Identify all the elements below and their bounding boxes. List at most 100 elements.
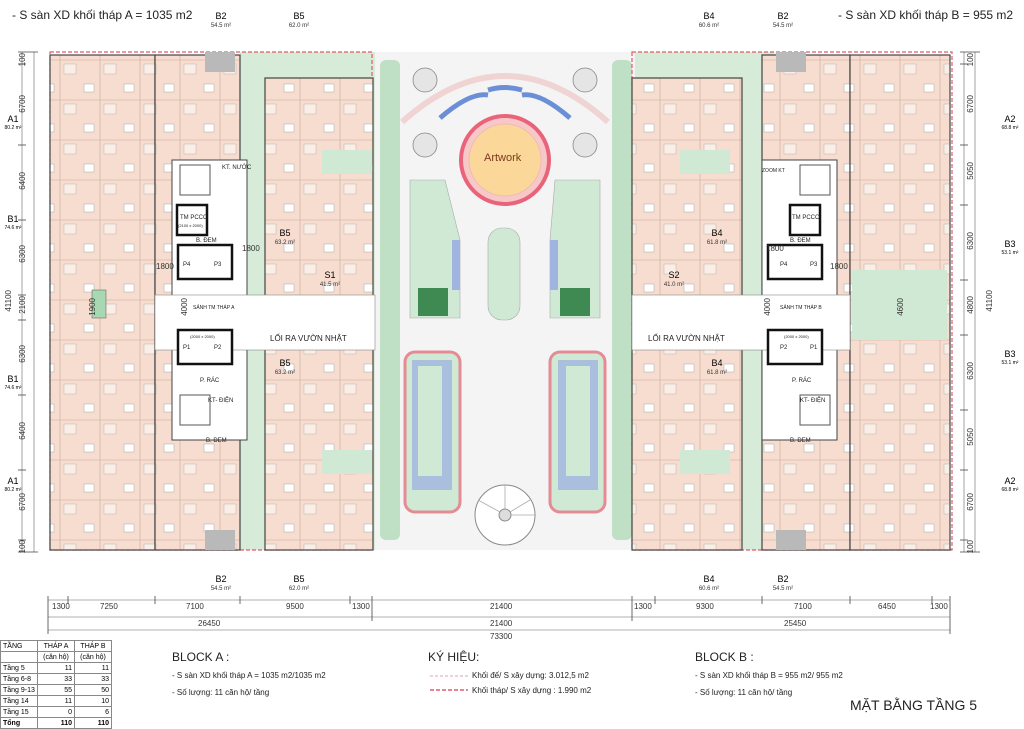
table-subheader-row: (căn hộ) (căn hộ): [0, 651, 112, 663]
dim-left-3: 6400: [18, 172, 27, 190]
dim-left-6: 6300: [18, 345, 27, 363]
room-tm-pccc-b: TM PCCC: [792, 215, 820, 221]
dim-bottom-11: 1300: [930, 602, 948, 611]
dim-1900: 1900: [88, 298, 97, 316]
dim-bottom-7: 1300: [634, 602, 652, 611]
room-zoom-kt: ZOOM KT: [762, 168, 785, 174]
header-right-note: - S sàn XD khối tháp B = 955 m2: [838, 8, 1014, 22]
dim-left-7: 6400: [18, 422, 27, 440]
table-subheader-cell: (căn hộ): [37, 651, 75, 663]
dim-1800-a-left: 1800: [156, 262, 174, 271]
room-kt-dien-b: KT- ĐIỆN: [800, 398, 826, 404]
table-cell: 55: [37, 684, 75, 696]
block-b-line2: - Số lượng: 11 căn hộ/ tầng: [695, 688, 793, 697]
dim-right-3: 5050: [966, 162, 975, 180]
room-p2-b: P2: [780, 345, 788, 351]
table-cell: Tầng 5: [0, 662, 38, 674]
dim-left-1: 100: [18, 53, 27, 67]
table-cell: 50: [74, 684, 112, 696]
room-sanh-b: SẢNH TM THÁP B: [780, 305, 822, 311]
room-tm-pccc-size: (2100 x 2000): [178, 223, 203, 228]
dim-left-8: 6700: [18, 493, 27, 511]
room-kt-dien-a: KT- ĐIỆN: [208, 398, 234, 404]
dim-bottom-1: 1300: [52, 602, 70, 611]
dim-right-9: 100: [966, 540, 975, 554]
artwork-fill: [468, 123, 542, 197]
table-subheader-cell: [0, 651, 38, 663]
room-elev-size-b: (2000 x 2000): [784, 334, 809, 339]
dim-bottom-3: 7100: [186, 602, 204, 611]
table-row: Tầng 9-13 55 50: [0, 684, 112, 696]
table-row: Tầng 6-8 33 33: [0, 673, 112, 685]
side-ticks: [18, 51, 980, 553]
room-p3-b: P3: [810, 262, 818, 268]
table-cell: 11: [74, 662, 112, 674]
hedge-right: [612, 60, 632, 540]
bottom-ticks: [47, 596, 951, 634]
block-b-line1: - S sàn XD khối tháp B = 955 m2/ 955 m2: [695, 671, 843, 680]
dim-right-1: 100: [966, 53, 975, 67]
dim-right-total: 41100: [985, 290, 994, 312]
dim-bottom-sub-mid: 21400: [490, 619, 513, 628]
room-b-dem-a1: B. ĐEM: [196, 238, 217, 244]
table-row: Tầng 5 11 11: [0, 662, 112, 674]
dim-left-9: 100: [18, 540, 27, 554]
table-header-row: TẦNG THÁP A THÁP B: [0, 640, 112, 652]
block-a-title: BLOCK A :: [172, 650, 230, 664]
room-kt-nuoc: KT. NƯỚC: [222, 165, 252, 171]
table-cell: 11: [37, 695, 75, 707]
room-p-rac-a: P. RÁC: [200, 378, 220, 384]
arc-walkway: [400, 73, 610, 125]
dim-right-5: 4800: [966, 296, 975, 314]
table-cell: 110: [37, 717, 75, 729]
dim-bottom-total: 73300: [490, 632, 513, 641]
dim-bottom-2: 7250: [100, 602, 118, 611]
floor-stats-table: TẦNG THÁP A THÁP B (căn hộ) (căn hộ) Tần…: [0, 640, 112, 729]
legend-title: KÝ HIỆU:: [428, 650, 480, 664]
table-cell: 11: [37, 662, 75, 674]
table-total-row: Tổng 110 110: [0, 717, 112, 729]
table-cell: 6: [74, 706, 112, 718]
table-header-cell: TẦNG: [0, 640, 38, 652]
dim-4000-b: 4000: [763, 298, 772, 316]
legend-item-base: Khối đế/ S xây dựng: 3.012,5 m2: [472, 671, 589, 680]
dim-left-total: 41100: [4, 290, 13, 312]
table-subheader-cell: (căn hộ): [74, 651, 112, 663]
plan-title: MẶT BẰNG TẦNG 5: [850, 697, 978, 713]
table-cell: Tầng 15: [0, 706, 38, 718]
table-cell: Tầng 14: [0, 695, 38, 707]
dim-bottom-6: 21400: [490, 602, 513, 611]
room-p1-a: P1: [183, 345, 191, 351]
block-a-line2: - Số lượng: 11 căn hộ/ tầng: [172, 688, 270, 697]
legend-item-tower: Khối tháp/ S xây dựng : 1.990 m2: [472, 686, 592, 695]
table-cell: 33: [74, 673, 112, 685]
table-row: Tầng 14 11 10: [0, 695, 112, 707]
room-elev-size-a: (2000 x 2000): [190, 334, 215, 339]
room-p3-a: P3: [214, 262, 222, 268]
dim-1800-a-top: 1800: [242, 244, 260, 253]
dim-right-6: 6300: [966, 362, 975, 380]
table-cell: Tầng 9-13: [0, 684, 38, 696]
block-b-title: BLOCK B :: [695, 650, 754, 664]
dim-left-5: 2100: [18, 296, 27, 314]
dim-bottom-sub-a: 26450: [198, 619, 221, 628]
room-p-rac-b: P. RÁC: [792, 378, 812, 384]
dim-bottom-9: 7100: [794, 602, 812, 611]
